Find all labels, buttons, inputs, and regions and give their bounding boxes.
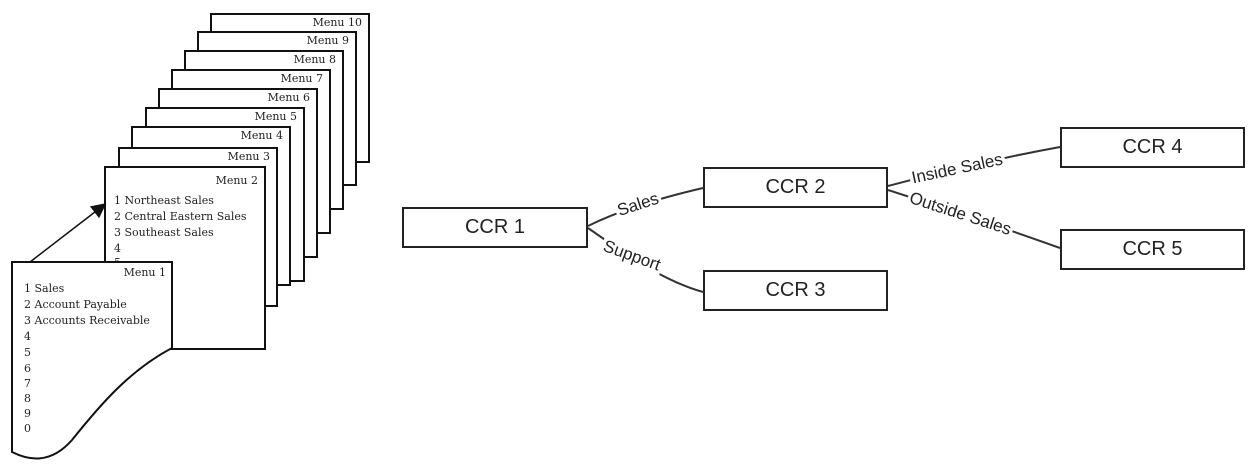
menu1-item: 9 xyxy=(24,407,31,420)
menu-page-title: Menu 6 xyxy=(267,91,310,104)
menu1-item: 6 xyxy=(24,362,31,375)
node-ccr-3: CCR 3 xyxy=(703,270,888,311)
menu-arrow xyxy=(29,203,107,263)
node-ccr-5: CCR 5 xyxy=(1060,229,1245,270)
menu1-item: 0 xyxy=(24,422,31,435)
menu1-item: 7 xyxy=(24,377,31,390)
menu-page-title: Menu 2 xyxy=(215,174,258,187)
menu-page-title: Menu 3 xyxy=(227,150,270,163)
node-ccr-1: CCR 1 xyxy=(402,207,588,248)
menu-page-title: Menu 4 xyxy=(240,129,283,142)
menu-page-1: Menu 1 1 Sales 2 Account Payable 3 Accou… xyxy=(12,262,172,452)
menu-page-2: Menu 2 1 Northeast Sales 2 Central Easte… xyxy=(104,166,266,350)
menu1-item: 5 xyxy=(24,346,31,359)
menu-page-title: Menu 9 xyxy=(306,34,349,47)
menu-page-title: Menu 10 xyxy=(312,16,362,29)
menu1-item: 8 xyxy=(24,392,31,405)
menu2-item: 3 Southeast Sales xyxy=(114,226,214,239)
menu-page-title: Menu 7 xyxy=(280,72,323,85)
menu-page-title: Menu 1 xyxy=(123,266,166,279)
menu-page-title: Menu 5 xyxy=(254,110,297,123)
menu2-item: 2 Central Eastern Sales xyxy=(114,210,247,223)
menu1-item: 2 Account Payable xyxy=(24,298,127,311)
menu1-item: 3 Accounts Receivable xyxy=(24,314,150,327)
menu-page-title: Menu 8 xyxy=(293,53,336,66)
node-ccr-2: CCR 2 xyxy=(703,167,888,208)
menu1-item: 4 xyxy=(24,330,31,343)
menu2-item: 1 Northeast Sales xyxy=(114,194,214,207)
node-ccr-4: CCR 4 xyxy=(1060,127,1245,168)
menu2-item: 4 xyxy=(114,242,121,255)
menu1-item: 1 Sales xyxy=(24,282,65,295)
